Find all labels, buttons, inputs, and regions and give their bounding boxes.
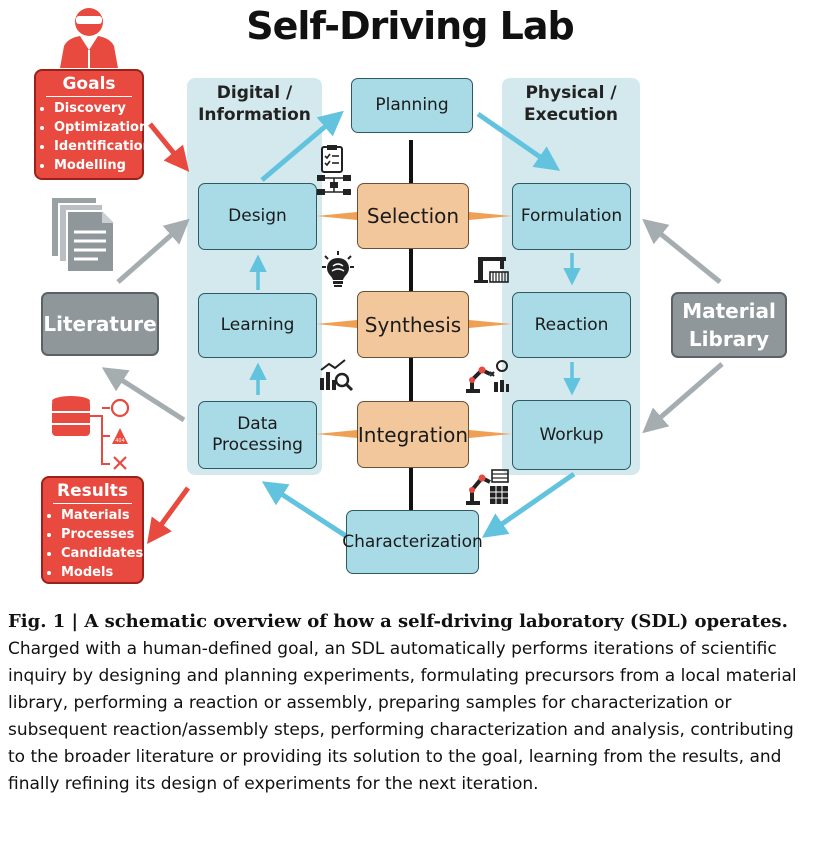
results-item: Materials bbox=[61, 506, 142, 525]
scientist-icon bbox=[60, 8, 118, 68]
results-item: Candidates bbox=[61, 544, 143, 563]
arrow-materiallibrary-formulation bbox=[642, 218, 722, 284]
diagram-title: Self-Driving Lab bbox=[246, 4, 574, 48]
material-library-label: Material Library bbox=[682, 299, 776, 351]
robot-arm-lab-icon bbox=[466, 360, 509, 393]
goals-heading: Goals bbox=[62, 74, 116, 94]
physical-panel-label: Physical / Execution bbox=[523, 83, 619, 125]
data-processing-label: Data Processing bbox=[212, 414, 303, 455]
arrow-materiallibrary-workup bbox=[642, 362, 724, 434]
goals-item: Identification bbox=[54, 137, 152, 156]
figure-caption: Fig. 1 | A schematic overview of how a s… bbox=[8, 608, 814, 798]
goals-item: Optimization bbox=[54, 118, 148, 137]
selection-node: Selection bbox=[357, 183, 469, 249]
reaction-node: Reaction bbox=[512, 292, 631, 358]
connector-learning-synthesis bbox=[316, 320, 357, 328]
arrow-characterization-dataprocessing bbox=[261, 481, 348, 539]
connector-design-selection bbox=[316, 212, 357, 220]
results-box: Results Materials Processes Candidates M… bbox=[41, 476, 144, 584]
material-library-node: Material Library bbox=[671, 292, 787, 358]
digital-panel-label: Digital / Information bbox=[198, 83, 311, 125]
checklist-icon bbox=[321, 145, 343, 173]
database-icon: 404 bbox=[52, 396, 130, 470]
synthesis-label: Synthesis bbox=[364, 312, 462, 337]
arrow-design-planning bbox=[260, 110, 344, 182]
characterization-label: Characterization bbox=[342, 531, 483, 552]
learning-label: Learning bbox=[220, 315, 295, 335]
planning-label: Planning bbox=[375, 95, 449, 115]
connector-dataprocessing-integration bbox=[316, 430, 357, 438]
results-item: Processes bbox=[61, 525, 142, 544]
caption-body: Charged with a human-defined goal, an SD… bbox=[8, 639, 797, 794]
results-item: Models bbox=[61, 563, 142, 582]
connector-synthesis-reaction bbox=[469, 320, 512, 328]
integration-label: Integration bbox=[357, 422, 469, 447]
goals-item: Modelling bbox=[54, 156, 142, 175]
workup-label: Workup bbox=[539, 424, 604, 445]
arrow-dataprocessing-results bbox=[147, 486, 191, 545]
planning-node: Planning bbox=[351, 78, 473, 133]
formulation-node: Formulation bbox=[512, 183, 631, 250]
reaction-label: Reaction bbox=[534, 314, 609, 335]
results-heading: Results bbox=[57, 481, 128, 501]
arrow-workup-characterization bbox=[481, 471, 576, 538]
arrow-planning-formulation bbox=[476, 111, 561, 171]
documents-icon bbox=[52, 198, 115, 273]
robot-arm-samples-icon bbox=[466, 469, 509, 505]
caption-lead: Fig. 1 | A schematic overview of how a s… bbox=[8, 611, 788, 632]
arrow-goals-design bbox=[148, 122, 190, 172]
literature-node: Literature bbox=[41, 292, 159, 356]
learning-node: Learning bbox=[198, 293, 317, 358]
connector-integration-workup bbox=[469, 430, 512, 438]
results-list: Materials Processes Candidates Models bbox=[43, 506, 143, 582]
design-node: Design bbox=[198, 183, 317, 250]
connector-selection-formulation bbox=[469, 212, 512, 220]
characterization-node: Characterization bbox=[342, 510, 483, 574]
data-processing-node: Data Processing bbox=[198, 401, 317, 469]
goals-box: Goals Discovery Optimization Identificat… bbox=[34, 69, 152, 180]
robot-arm-icon bbox=[474, 257, 509, 283]
arrow-literature-design bbox=[116, 218, 190, 284]
workup-node: Workup bbox=[512, 400, 631, 470]
design-label: Design bbox=[228, 206, 287, 226]
arrow-dataprocessing-literature bbox=[101, 367, 186, 423]
literature-label: Literature bbox=[43, 312, 157, 336]
status-code-text: 404 bbox=[115, 438, 125, 444]
goals-list: Discovery Optimization Identification Mo… bbox=[36, 99, 152, 175]
ai-brain-icon bbox=[322, 251, 354, 287]
results-divider bbox=[53, 503, 132, 504]
selection-label: Selection bbox=[366, 204, 460, 228]
formulation-label: Formulation bbox=[520, 206, 623, 226]
synthesis-node: Synthesis bbox=[357, 291, 469, 358]
goals-divider bbox=[46, 96, 132, 97]
integration-node: Integration bbox=[357, 401, 469, 468]
flowchart-icon bbox=[317, 175, 351, 195]
goals-item: Discovery bbox=[54, 99, 142, 118]
analytics-icon bbox=[320, 359, 354, 392]
